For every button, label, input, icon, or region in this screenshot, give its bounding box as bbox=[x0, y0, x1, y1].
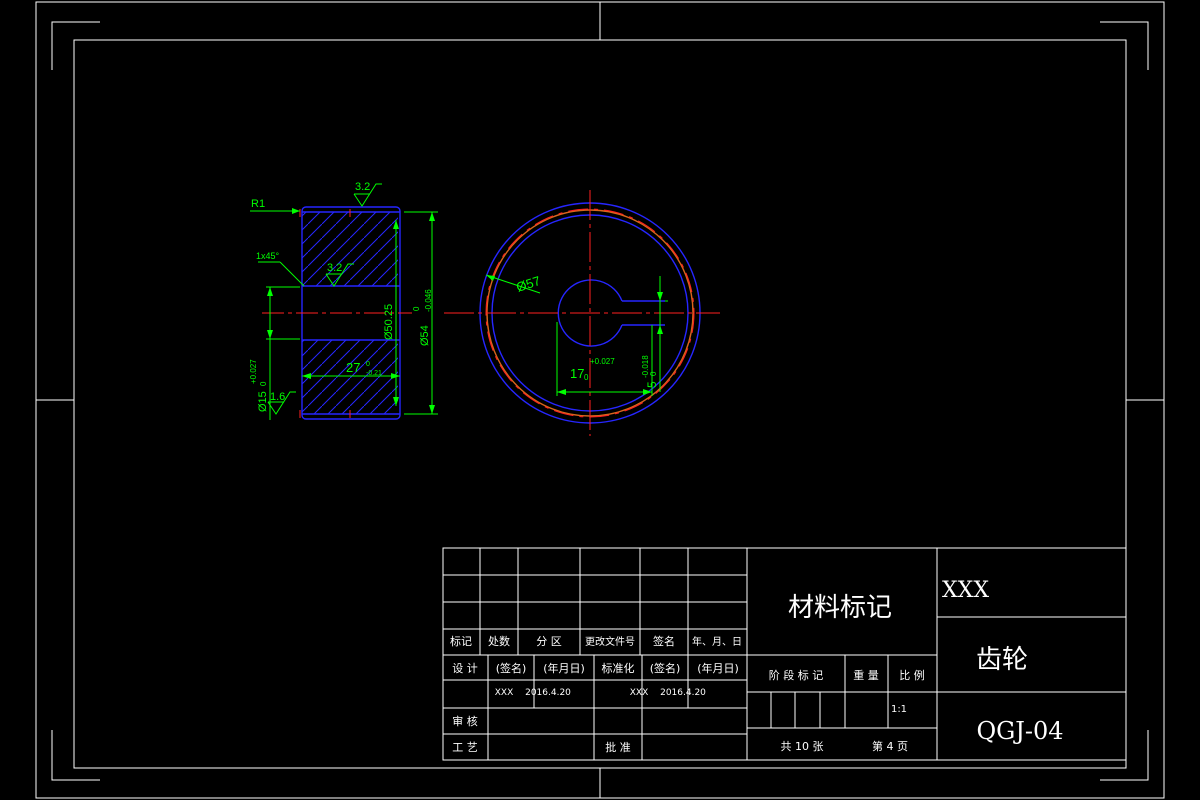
stage-label: 阶 段 标 记 bbox=[769, 668, 824, 682]
outer-diameter-label: Ø54 bbox=[419, 325, 431, 346]
standardizer-name: XXX bbox=[630, 688, 649, 698]
roughness-left-label: 1.6 bbox=[270, 391, 285, 403]
key-width-tol-up: -0.018 bbox=[641, 355, 650, 378]
review-label: 审 核 bbox=[452, 714, 478, 728]
roughness-side-label: 3.2 bbox=[355, 181, 370, 193]
side-view-dimensions bbox=[250, 183, 438, 420]
part-name: 齿轮 bbox=[976, 645, 1028, 675]
design-sign-placeholder: (签名) bbox=[496, 661, 527, 675]
key-depth-tol-low: 0 bbox=[584, 373, 589, 382]
width-label: 27 bbox=[346, 360, 360, 375]
side-view-labels: 3.2 3.2 1.6 R1 1x45° Ø54 0 -0.046 Ø50.25… bbox=[249, 181, 433, 412]
title-block-grid bbox=[442, 547, 1127, 761]
outer-diameter-tol-low: -0.046 bbox=[424, 289, 433, 312]
design-date: 2016.4.20 bbox=[525, 688, 571, 698]
sheets-total: 共 10 张 bbox=[781, 740, 824, 753]
drawing-frame bbox=[35, 1, 1165, 799]
key-depth-label: 17 bbox=[570, 366, 584, 381]
header-date: 年、月、日 bbox=[692, 635, 742, 648]
design-label: 设 计 bbox=[452, 662, 478, 675]
drawing-number: QGJ-04 bbox=[976, 717, 1063, 745]
header-count: 处数 bbox=[488, 635, 510, 648]
process-label: 工 艺 bbox=[452, 741, 478, 754]
title-block-text: 标记 处数 分 区 更改文件号 签名 年、月、日 设 计 (签名) (年月日) … bbox=[450, 578, 1064, 754]
front-view bbox=[444, 190, 720, 436]
standard-label: 标准化 bbox=[602, 661, 635, 675]
header-change-doc: 更改文件号 bbox=[585, 635, 635, 648]
outer-diameter-tol-up: 0 bbox=[412, 306, 421, 311]
scale-label: 比 例 bbox=[899, 668, 925, 682]
radius-label: R1 bbox=[251, 198, 265, 210]
width-tol-low: -0.21 bbox=[366, 370, 382, 377]
header-sign: 签名 bbox=[653, 634, 675, 648]
standard-date: 2016.4.20 bbox=[660, 688, 706, 698]
chamfer-label: 1x45° bbox=[256, 251, 280, 261]
designer-name: XXX bbox=[495, 688, 514, 698]
front-view-labels: Ø57 17 +0.027 0 5 -0.018 0 bbox=[514, 273, 659, 388]
design-date-placeholder: (年月日) bbox=[543, 661, 585, 675]
sheet-number: 第 4 页 bbox=[872, 739, 908, 753]
side-view bbox=[262, 206, 412, 420]
key-width-label: 5 bbox=[645, 381, 659, 388]
company-name: XXX bbox=[942, 578, 989, 603]
pitch-diameter-label: Ø57 bbox=[514, 273, 542, 295]
width-tol-up: 0 bbox=[366, 361, 370, 368]
key-width-tol-low: 0 bbox=[649, 371, 658, 376]
header-zone: 分 区 bbox=[536, 635, 562, 648]
material-label: 材料标记 bbox=[788, 593, 892, 623]
scale-value: 1:1 bbox=[891, 704, 907, 715]
approve-label: 批 准 bbox=[605, 740, 631, 754]
standard-sign-placeholder: (签名) bbox=[650, 661, 681, 675]
roughness-bore-label: 3.2 bbox=[327, 262, 342, 274]
key-depth-tol-up: +0.027 bbox=[590, 357, 615, 366]
root-diameter-label: Ø50.25 bbox=[383, 304, 395, 340]
bore-diameter-tol-up: +0.027 bbox=[249, 359, 258, 384]
header-mark: 标记 bbox=[450, 634, 472, 648]
front-view-dimensions bbox=[485, 274, 668, 396]
weight-label: 重 量 bbox=[853, 668, 879, 682]
standard-date-placeholder: (年月日) bbox=[697, 661, 739, 675]
bore-diameter-tol-low: 0 bbox=[259, 381, 268, 386]
bore-diameter-label: Ø15 bbox=[257, 391, 269, 412]
